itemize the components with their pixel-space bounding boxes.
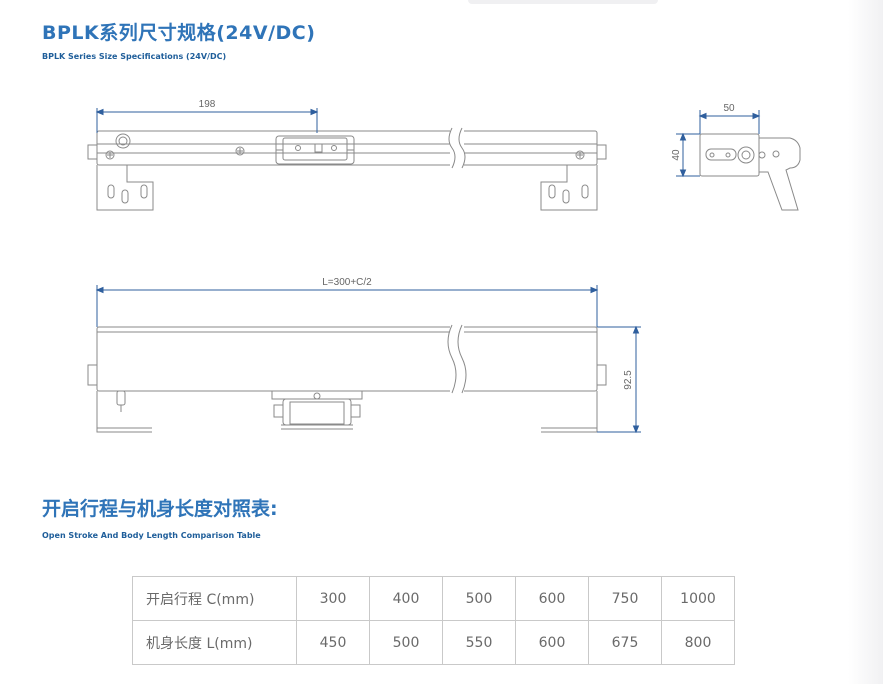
table-cell: 400 bbox=[369, 576, 443, 621]
table-cell: 600 bbox=[515, 576, 589, 621]
table-cell: 800 bbox=[661, 620, 735, 665]
dim-92-label: 92.5 bbox=[623, 370, 634, 390]
side-view-drawing bbox=[699, 133, 801, 211]
right-end-cap bbox=[596, 364, 607, 386]
decorative-top-tab bbox=[468, 0, 658, 4]
dim-50-label: 50 bbox=[723, 103, 735, 114]
table-cell: 600 bbox=[515, 620, 589, 665]
table-cell: 750 bbox=[588, 576, 662, 621]
top-knob bbox=[115, 133, 131, 149]
dim-40-label: 40 bbox=[671, 149, 682, 161]
comparison-title: 开启行程与机身长度对照表: bbox=[42, 498, 278, 520]
front-view-body bbox=[96, 326, 598, 392]
comparison-subtitle: Open Stroke And Body Length Comparison T… bbox=[42, 531, 261, 540]
row-header: 机身长度 L(mm) bbox=[132, 620, 297, 665]
left-end-cap bbox=[87, 144, 98, 160]
table-cell: 450 bbox=[296, 620, 370, 665]
right-end-cap bbox=[596, 144, 607, 160]
decorative-background-edge bbox=[848, 0, 883, 684]
table-row: 机身长度 L(mm) 450 500 550 600 675 800 bbox=[132, 620, 735, 665]
table-cell: 500 bbox=[369, 620, 443, 665]
table-cell: 550 bbox=[442, 620, 516, 665]
page-title: BPLK系列尺寸规格(24V/DC) bbox=[42, 22, 316, 44]
break-marks bbox=[447, 127, 467, 394]
left-mount-foot bbox=[96, 165, 154, 211]
power-cable bbox=[116, 390, 126, 406]
screw bbox=[235, 146, 245, 156]
table-cell: 300 bbox=[296, 576, 370, 621]
screw bbox=[105, 150, 115, 160]
left-end-cap bbox=[87, 364, 98, 386]
dimension-lines bbox=[95, 108, 761, 434]
table-row: 开启行程 C(mm) 300 400 500 600 750 1000 bbox=[132, 576, 735, 621]
front-view-drawing bbox=[87, 326, 607, 433]
comparison-table: 开启行程 C(mm) 300 400 500 600 750 1000 机身长度… bbox=[132, 576, 735, 665]
top-view-drawing bbox=[87, 130, 607, 211]
dim-length-label: L=300+C/2 bbox=[322, 277, 372, 288]
row-header: 开启行程 C(mm) bbox=[132, 576, 297, 621]
table-cell: 1000 bbox=[661, 576, 735, 621]
side-bracket bbox=[758, 137, 801, 211]
page-subtitle: BPLK Series Size Specifications (24V/DC) bbox=[42, 52, 227, 61]
table-cell: 675 bbox=[588, 620, 662, 665]
screw bbox=[575, 150, 585, 160]
front-center-bracket bbox=[271, 390, 363, 400]
right-mount-foot bbox=[540, 165, 598, 211]
right-front-foot bbox=[541, 391, 598, 429]
dim-198-label: 198 bbox=[199, 99, 216, 110]
table-cell: 500 bbox=[442, 576, 516, 621]
